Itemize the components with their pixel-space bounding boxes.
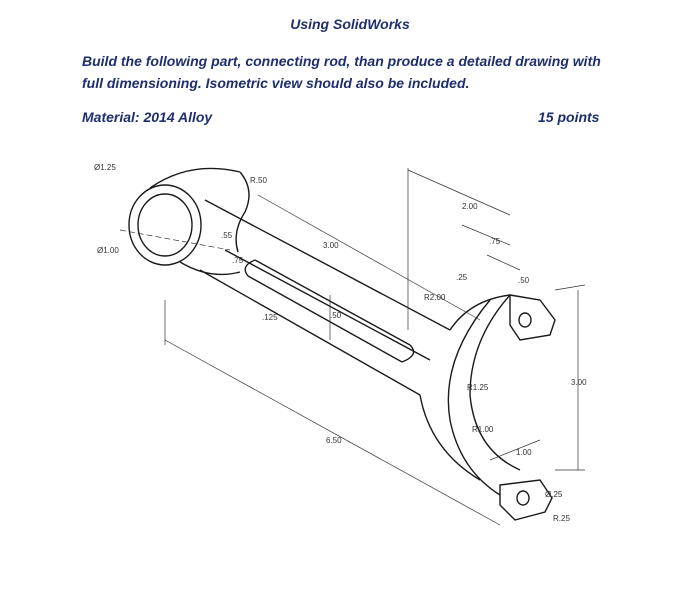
dim-r100: R1.00	[472, 425, 494, 434]
slot-right-end	[401, 344, 415, 363]
dim-75-top: .75	[489, 237, 501, 246]
dim-50-top: .50	[518, 276, 530, 285]
dim-55: .55	[221, 231, 233, 240]
big-end-lower	[419, 394, 481, 481]
instructions-line-2: full dimensioning. Isometric view should…	[82, 75, 470, 91]
material-label: Material: 2014 Alloy	[82, 109, 213, 125]
dim-75: .75	[232, 256, 244, 265]
bottom-lug	[499, 479, 553, 521]
dim-r125: R1.25	[467, 383, 489, 392]
small-end-bottom-edge	[179, 261, 241, 276]
dim-50-slot: .50	[330, 311, 342, 320]
points-label: 15 points	[538, 109, 600, 125]
shank-upper-inner	[224, 249, 431, 361]
top-bolt-hole	[518, 312, 532, 328]
big-end-bore-arc	[469, 294, 521, 471]
dim-fillet: R.50	[250, 176, 267, 185]
dim-inner-small: Ø1.00	[97, 246, 119, 255]
dim-650: 6.50	[326, 436, 342, 445]
slot-bottom	[247, 275, 403, 363]
dim-r2: R2.00	[424, 293, 446, 302]
page-title: Using SolidWorks	[290, 16, 410, 32]
dim-300: 3.00	[571, 378, 587, 387]
dim-2: 2.00	[462, 202, 478, 211]
bottom-bolt-hole	[516, 490, 530, 506]
shank-bottom-edge	[199, 269, 421, 396]
dim-d25: Ø.25	[545, 490, 563, 499]
dimension-lines	[119, 168, 586, 526]
shank-top-edge	[204, 199, 451, 331]
small-end-bore	[137, 193, 193, 257]
big-end-upper	[449, 294, 511, 331]
small-end-top-edge	[149, 167, 241, 189]
dim-100: 1.00	[516, 448, 532, 457]
slot-left-end	[244, 259, 256, 277]
top-lug	[509, 294, 556, 341]
part-outline	[128, 167, 556, 521]
dimension-labels: Ø1.25 Ø1.00 R.50 .55 .75 3.00 .125 .50 2…	[94, 163, 587, 523]
dim-r25: R.25	[553, 514, 570, 523]
small-end-fillet	[235, 171, 250, 253]
dim-25: .25	[456, 273, 468, 282]
dim-125: .125	[262, 313, 278, 322]
small-end-outer	[128, 184, 202, 266]
slot-top	[254, 259, 411, 346]
instructions-line-1: Build the following part, connecting rod…	[82, 53, 601, 69]
dim-3: 3.00	[323, 241, 339, 250]
big-end-outer-arc	[447, 299, 501, 496]
dim-outer-small: Ø1.25	[94, 163, 116, 172]
